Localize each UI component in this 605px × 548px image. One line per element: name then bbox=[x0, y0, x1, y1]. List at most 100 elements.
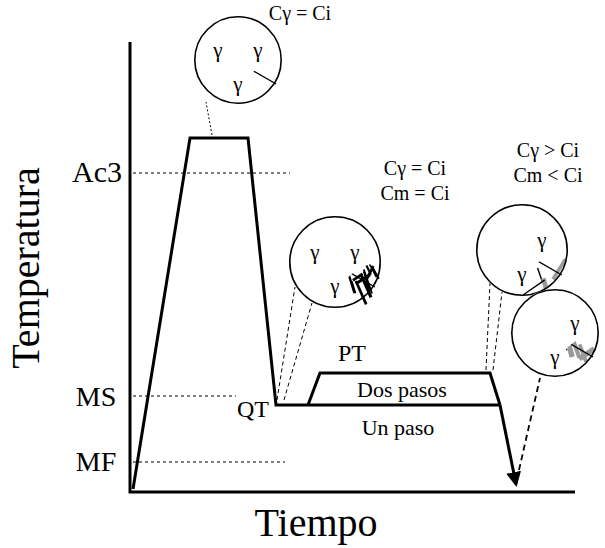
austenite-symbol: γ bbox=[211, 40, 224, 61]
martensite-lath bbox=[543, 294, 556, 300]
martensite-lath bbox=[372, 250, 378, 258]
circle-outline bbox=[290, 217, 380, 307]
martensite-lath bbox=[550, 292, 561, 310]
martensite-lath bbox=[502, 249, 508, 272]
martensite-lath bbox=[302, 274, 314, 279]
martensite-lath bbox=[523, 229, 529, 239]
martensite-lath bbox=[549, 308, 559, 313]
martensite-lath bbox=[504, 214, 528, 223]
austenite-symbol: γ bbox=[328, 276, 341, 297]
martensite-lath bbox=[309, 280, 321, 286]
martensite-lath bbox=[522, 318, 532, 323]
axes bbox=[130, 42, 575, 492]
composition-note: Cγ > Ci bbox=[517, 140, 579, 160]
leader-line bbox=[277, 287, 295, 400]
martensite-lath bbox=[313, 273, 320, 292]
martensite-lath bbox=[543, 302, 547, 312]
temperature-mark: Ac3 bbox=[72, 157, 122, 187]
martensite-lath bbox=[539, 319, 541, 333]
austenite-symbol: γ bbox=[251, 40, 264, 61]
martensite-lath bbox=[511, 222, 512, 249]
martensite-lath bbox=[550, 335, 569, 347]
martensite-lath bbox=[338, 257, 345, 270]
martensite-lath bbox=[513, 333, 524, 338]
axis-title: Tiempo bbox=[254, 503, 377, 543]
martensite-lath bbox=[330, 247, 340, 265]
martensite-lath bbox=[318, 224, 341, 237]
martensite-lath bbox=[523, 315, 525, 329]
composition-note: Cm < Ci bbox=[513, 165, 582, 185]
martensite-lath bbox=[304, 271, 320, 282]
martensite-lath bbox=[520, 338, 522, 351]
microstructure-circle: Cγ = Ciγγγ bbox=[194, 16, 282, 104]
microstructure-circle: Cγ > CiCm < Ciγγ bbox=[476, 204, 568, 296]
martensite-lath bbox=[347, 270, 354, 293]
martensite-lath bbox=[567, 297, 573, 310]
austenite-symbol: γ bbox=[548, 347, 561, 368]
martensite-lath bbox=[516, 223, 517, 244]
martensite-lath bbox=[562, 336, 566, 350]
martensite-lath bbox=[491, 219, 493, 242]
martensite-lath bbox=[493, 273, 510, 281]
martensite-lath bbox=[328, 249, 342, 255]
grain-boundary bbox=[237, 18, 238, 62]
circle-fill bbox=[194, 16, 282, 104]
martensite-lath bbox=[532, 208, 545, 232]
martensite-lath bbox=[286, 273, 307, 282]
route-label: Dos pasos bbox=[357, 379, 447, 401]
martensite-lath bbox=[513, 229, 514, 252]
martensite-lath bbox=[519, 211, 523, 233]
grain-boundary bbox=[554, 291, 555, 335]
martensite-lath bbox=[488, 253, 498, 258]
martensite-lath bbox=[518, 320, 522, 332]
martensite-lath bbox=[502, 213, 515, 220]
composition-note: Cγ = Ci bbox=[384, 158, 446, 178]
circle-outline bbox=[477, 205, 567, 295]
austenite-symbol: γ bbox=[231, 74, 244, 95]
circle-outline bbox=[195, 17, 281, 103]
martensite-lath bbox=[520, 209, 522, 234]
austenite-symbol: γ bbox=[308, 242, 321, 263]
martensite-lath bbox=[286, 250, 303, 257]
martensite-lath bbox=[547, 296, 550, 312]
martensite-lath bbox=[547, 330, 550, 341]
martensite-lath bbox=[516, 335, 535, 346]
mf-level-line bbox=[133, 461, 285, 462]
martensite-lath bbox=[496, 218, 499, 245]
martensite-lath bbox=[498, 239, 504, 267]
martensite-lath bbox=[529, 343, 533, 354]
martensite-lath bbox=[301, 271, 303, 282]
martensite-lath bbox=[537, 332, 556, 342]
martensite-lath bbox=[539, 312, 541, 336]
martensite-lath bbox=[333, 221, 336, 246]
martensite-lath bbox=[506, 252, 511, 269]
martensite-lath bbox=[490, 251, 496, 265]
circle-outline bbox=[512, 290, 598, 376]
circle-fill bbox=[511, 289, 599, 377]
grain-boundary bbox=[521, 206, 522, 252]
martensite-lath bbox=[554, 296, 564, 313]
martensite-lath bbox=[484, 258, 494, 263]
austenite-symbol: γ bbox=[535, 230, 548, 251]
martensite-lath bbox=[509, 243, 521, 248]
martensite-lath bbox=[527, 314, 539, 318]
martensite-lath bbox=[283, 260, 308, 272]
martensite-lath bbox=[326, 255, 329, 278]
grain-boundary bbox=[334, 218, 335, 264]
martensite-lath bbox=[307, 269, 314, 285]
leader-line bbox=[206, 102, 212, 135]
martensite-lath bbox=[518, 247, 522, 262]
martensite-lath bbox=[492, 249, 509, 257]
martensite-lath bbox=[527, 323, 529, 343]
martensite-lath bbox=[536, 315, 539, 340]
martensite-lath bbox=[535, 296, 546, 302]
composition-note: Cm = Ci bbox=[380, 183, 449, 203]
axis-title: Temperatura bbox=[6, 167, 46, 369]
microstructure-circle: γγ bbox=[511, 289, 599, 377]
route-label: Un paso bbox=[362, 417, 435, 439]
ac3-level-line bbox=[133, 172, 290, 173]
leader-line bbox=[486, 283, 490, 370]
thermal-cycle-curve bbox=[133, 138, 500, 489]
martensite-lath bbox=[315, 263, 317, 280]
microstructure-circle: Cγ = CiCm = Ciγγγ bbox=[289, 216, 381, 308]
